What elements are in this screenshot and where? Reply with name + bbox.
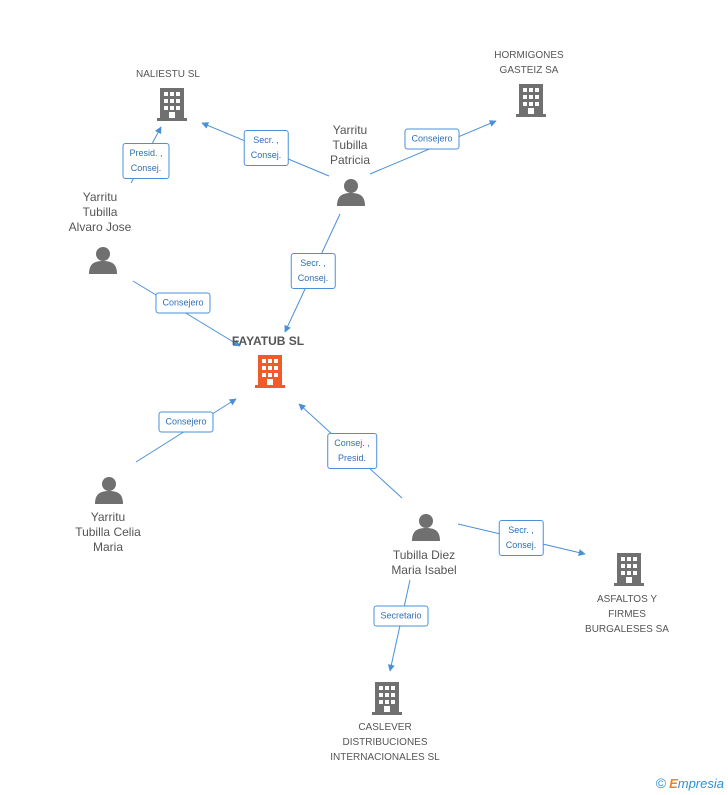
node-label-patricia[interactable]: Yarritu Tubilla Patricia: [329, 123, 371, 167]
edge-alvaro-fayatub: [132, 280, 241, 347]
diez-person-icon: [412, 514, 440, 541]
node-label-asfaltos[interactable]: ASFALTOS Y FIRMES BURGALESES SA: [585, 594, 669, 635]
naliestu-building-icon: [157, 88, 187, 121]
alvaro-person-icon: [89, 247, 117, 274]
edge-label-celia-fayatub: Consejero: [158, 411, 214, 433]
node-label-alvaro[interactable]: Yarritu Tubilla Alvaro Jose: [68, 190, 132, 234]
node-label-caslever[interactable]: CASLEVER DISTRIBUCIONES INTERNACIONALES …: [330, 722, 440, 763]
node-label-celia[interactable]: Yarritu Tubilla Celia Maria: [75, 510, 141, 554]
edge-label-patricia-naliestu: Secr. , Consej.: [243, 130, 289, 166]
copyright-brand[interactable]: ©Empresia: [656, 775, 724, 791]
asfaltos-building-icon: [614, 553, 644, 586]
edge-label-alvaro-fayatub: Consejero: [155, 292, 211, 314]
node-label-fayatub[interactable]: FAYATUB SL: [231, 334, 305, 348]
edge-label-patricia-hormigones: Consejero: [404, 128, 460, 150]
fayatub-building-icon: [255, 355, 285, 388]
edge-label-diez-fayatub: Consej. , Presid.: [327, 433, 377, 469]
copyright-icon: ©: [655, 775, 667, 791]
celia-person-icon: [95, 477, 123, 504]
patricia-person-icon: [337, 179, 365, 206]
edge-label-alvaro-naliestu: Presid. , Consej.: [122, 143, 170, 179]
caslever-building-icon: [372, 682, 402, 715]
hormigones-building-icon: [516, 84, 546, 117]
node-label-diez[interactable]: Tubilla Diez Maria Isabel: [391, 548, 457, 577]
node-label-hormigones[interactable]: HORMIGONES GASTEIZ SA: [494, 50, 564, 76]
edge-label-diez-caslever: Secretario: [373, 605, 429, 627]
brand-initial: E: [669, 776, 678, 791]
edge-label-diez-asfaltos: Secr. , Consej.: [498, 520, 544, 556]
node-label-naliestu[interactable]: NALIESTU SL: [136, 69, 200, 80]
edge-label-patricia-fayatub: Secr. , Consej.: [290, 253, 336, 289]
brand-name: mpresia: [677, 776, 724, 791]
